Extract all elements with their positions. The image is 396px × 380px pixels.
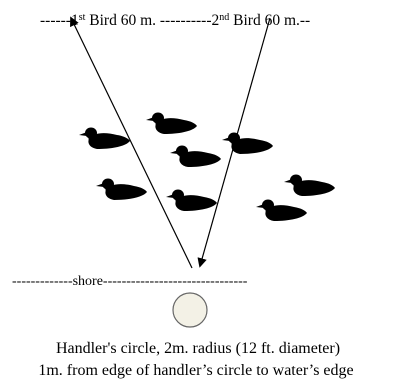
decoy-duck-5-icon: [96, 178, 147, 200]
decoy-duck-3-icon: [222, 132, 273, 154]
decoy-duck-7-icon: [284, 174, 335, 196]
decoy-duck-6-icon: [166, 189, 217, 211]
decoy-duck-8-icon: [256, 199, 307, 221]
decoy-duck-4-icon: [170, 145, 221, 167]
caption-line-1: Handler's circle, 2m. radius (12 ft. dia…: [56, 340, 340, 357]
decoy-duck-1-icon: [79, 127, 130, 149]
decoy-duck-2-icon: [146, 112, 197, 134]
handler-circle: [172, 292, 208, 328]
shore-label: -------------shore----------------------…: [12, 274, 248, 289]
first-bird-line: [70, 16, 193, 269]
caption-line-2: 1m. from edge of handler’s circle to wat…: [38, 362, 353, 379]
